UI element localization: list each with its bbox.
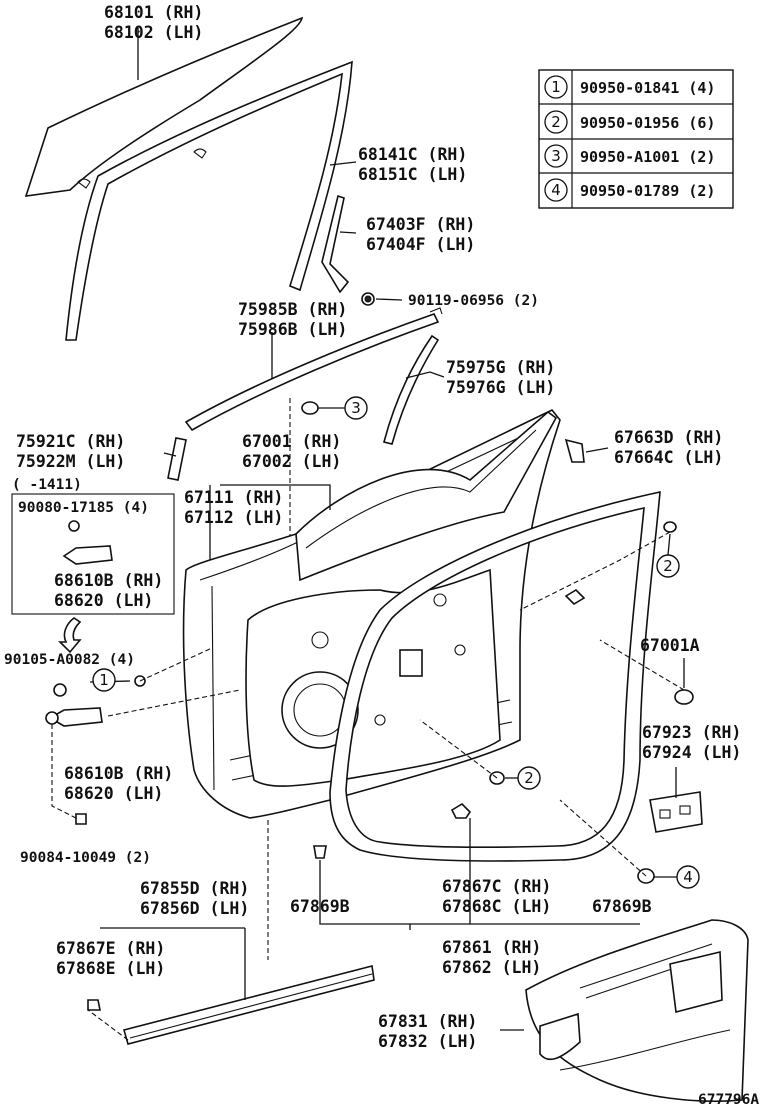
svg-text:3: 3 [351,399,361,417]
svg-text:4: 4 [683,868,693,886]
callout-2-middle: 2 [517,766,541,790]
callout-4: 4 [676,865,700,889]
plug-67869b-left [313,845,327,859]
door-weatherstrip [329,490,661,862]
svg-text:90950-01956 (6): 90950-01956 (6) [580,114,715,132]
label-check-rh: 68610B (RH) [64,764,173,783]
callout-2-upper: 2 [656,554,680,578]
door-inner-panel [245,568,501,787]
callout-1: 1 [92,668,116,692]
clip-67001a [674,689,694,705]
label-trim-lh: 67832 (LH) [378,1032,477,1051]
bracket-67923 [649,791,703,833]
label-glass-lh: 68102 (LH) [104,23,203,42]
clip-weatherstrip [564,588,586,606]
label-glass-rh: 68101 (RH) [104,3,203,22]
label-bolt-bottom: 90084-10049 (2) [20,850,151,866]
label-cover-lh: 67664C (LH) [614,448,723,467]
label-clip-mid-rh: 67867C (RH) [442,877,551,896]
svg-text:1: 1 [551,78,561,96]
label-channel-lh: 67404F (LH) [366,235,475,254]
label-scuff-lh: 67856D (LH) [140,899,249,918]
label-inset-bolt: 90080-17185 (4) [18,500,149,516]
label-clip-left-rh: 67867E (RH) [56,939,165,958]
clip-67867e [87,999,101,1011]
label-door-panel-lh: 67002 (LH) [242,452,341,471]
window-glass [24,16,304,197]
inset-arrow [58,617,82,654]
label-bracket-rh: 67923 (RH) [642,723,741,742]
label-clip-mid-lh: 67868C (LH) [442,897,551,916]
label-glass-run-lh: 68151C (LH) [358,165,467,184]
label-belt-front-rh: 75921C (RH) [16,432,125,451]
label-garnish-rh: 75975G (RH) [446,358,555,377]
plug-3 [301,401,319,415]
legend-row: 3 90950-A1001 (2) [544,144,715,168]
figure-id: 677796A [698,1092,759,1108]
glass-run-channel [65,60,353,341]
label-bracket-lh: 67924 (LH) [642,743,741,762]
bolt-90105 [53,683,67,697]
callout-3: 3 [344,396,368,420]
label-panel-sub-lh: 67112 (LH) [184,508,283,527]
label-panel-sub-rh: 67111 (RH) [184,488,283,507]
clip-67867c [450,802,472,819]
svg-text:90950-A1001 (2): 90950-A1001 (2) [580,148,715,166]
svg-text:1: 1 [99,671,109,689]
label-clip-left-lh: 67868E (LH) [56,959,165,978]
legend-row: 4 90950-01789 (2) [544,178,715,202]
rear-channel [321,194,350,294]
label-door-panel-rh: 67001 (RH) [242,432,341,451]
svg-text:4: 4 [551,181,561,199]
belt-moulding-front [167,437,187,481]
belt-moulding-outer [184,313,440,432]
door-window-frame [295,410,558,582]
label-inset-check-rh: 68610B (RH) [54,571,163,590]
inset-door-check [62,545,113,565]
label-bolt-left: 90105-A0082 (4) [4,652,135,668]
svg-text:2: 2 [663,557,673,575]
svg-text:3: 3 [551,147,561,165]
svg-text:2: 2 [551,113,561,131]
legend-table: 1 90950-01841 (4) 2 90950-01956 (6) 3 90… [538,69,734,209]
legend-row: 2 90950-01956 (6) [544,110,715,134]
label-inset-date: ( -1411) [12,477,82,493]
label-channel-rh: 67403F (RH) [366,215,475,234]
clip-2-upper [663,521,677,533]
label-trim-rh: 67831 (RH) [378,1012,477,1031]
glass-clip [193,148,207,159]
label-plug-right: 67869B [592,897,652,916]
label-scuff-rh: 67855D (RH) [140,879,249,898]
label-cover-rh: 67663D (RH) [614,428,723,447]
svg-text:2: 2 [524,769,534,787]
label-belt-outer-lh: 75986B (LH) [238,320,347,339]
glass-clip [77,178,91,189]
label-glass-run-rh: 68141C (RH) [358,145,467,164]
handle-opening [399,649,423,677]
label-garnish-lh: 75976G (LH) [446,378,555,397]
garnish-strip [383,334,440,445]
cover-67663 [564,438,585,463]
label-plug-left: 67869B [290,897,350,916]
label-belt-outer-rh: 75985B (RH) [238,300,347,319]
door-trim-panel [525,919,749,1102]
door-check [48,707,103,727]
inset-box [11,493,175,615]
label-weatherstrip-lh: 67862 (LH) [442,958,541,977]
label-bolt-top: 90119-06956 (2) [408,293,539,309]
label-check-lh: 68620 (LH) [64,784,163,803]
legend-row: 1 90950-01841 (4) [544,75,715,99]
svg-text:90950-01789 (2): 90950-01789 (2) [580,182,715,200]
label-weatherstrip-rh: 67861 (RH) [442,938,541,957]
label-door-assy: 67001A [640,636,700,655]
label-inset-check-lh: 68620 (LH) [54,591,153,610]
label-belt-front-lh: 75922M (LH) [16,452,125,471]
svg-text:90950-01841 (4): 90950-01841 (4) [580,79,715,97]
inset-bolt [68,520,80,532]
bolt-90084 [75,813,87,825]
